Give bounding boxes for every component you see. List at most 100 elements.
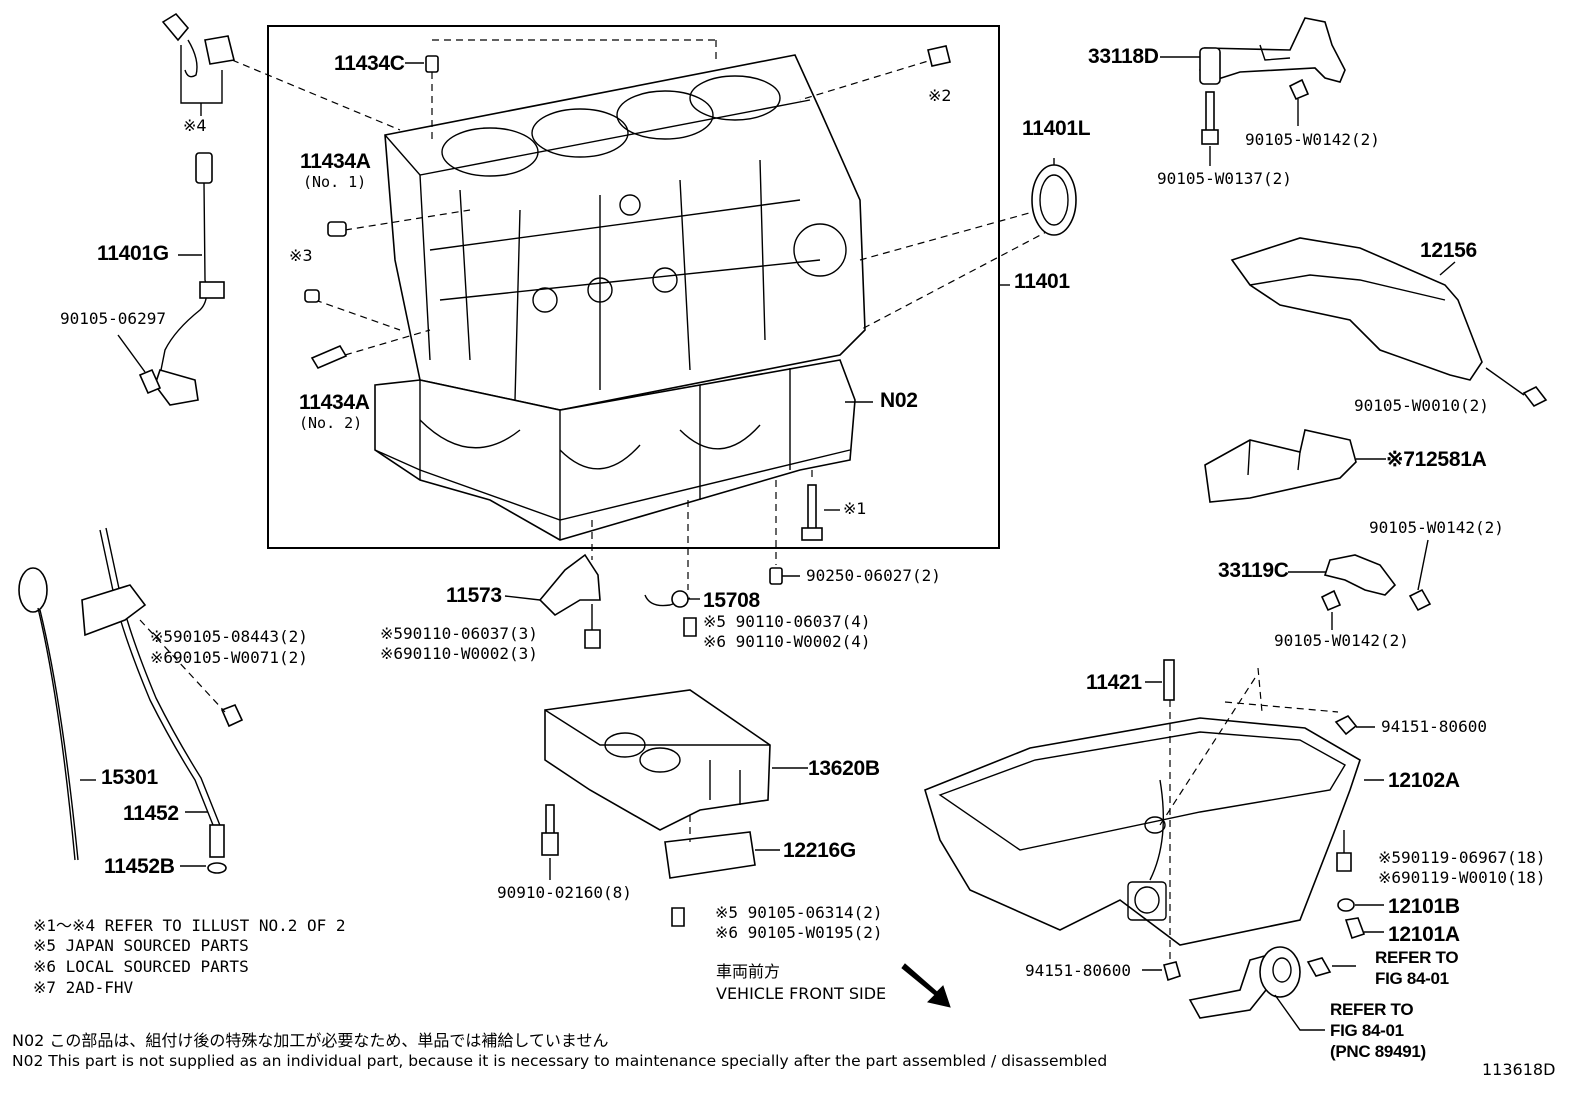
bolt-90910-02160 [541, 804, 559, 880]
illustration-id: 113618D [1482, 1060, 1556, 1079]
label-11452: 11452 [123, 802, 179, 825]
oil-pan-12102A [924, 717, 1384, 946]
label-11401L: 11401L [1022, 117, 1091, 140]
cover-12156 [1230, 237, 1483, 381]
label-90105-W0010: 90105-W0010(2) [1354, 396, 1489, 415]
bolt-mark1 [801, 484, 840, 541]
pin-mark2 [927, 45, 951, 67]
label-90910-02160: 90910-02160(8) [497, 883, 632, 902]
label-12156: 12156 [1420, 239, 1477, 262]
bolt-90105-06314 [671, 907, 685, 927]
bolt-90105-W0142-c [1320, 589, 1342, 630]
label-refer2-line1: REFER TO [1330, 1000, 1414, 1019]
insulator-12581A [1204, 429, 1386, 503]
label-12581A: ※712581A [1386, 448, 1487, 471]
pin-mark3 [304, 289, 320, 303]
label-94151-80600-a: 94151-80600 [1381, 717, 1487, 736]
dowel-11434C [425, 55, 439, 73]
label-90110-W0002-4: ※6 90110-W0002(4) [703, 632, 871, 651]
label-11421: 11421 [1086, 671, 1142, 694]
oring-11452B [180, 862, 227, 874]
label-11401G: 11401G [97, 242, 169, 265]
label-90105-W0195: ※6 90105-W0195(2) [715, 923, 883, 942]
block-frame [267, 25, 1000, 549]
footer-en: N02 This part is not supplied as an indi… [12, 1052, 1108, 1070]
bolt-90110-06037-3 [584, 604, 601, 649]
bolt-90110-06037-4 [683, 617, 697, 637]
label-mark4: ※4 [183, 116, 207, 135]
baffle-11573 [504, 553, 601, 617]
sensor-11401G [154, 152, 225, 406]
label-refer1-line1: REFER TO [1375, 948, 1459, 967]
label-refer2-line2: FIG 84-01 [1330, 1021, 1404, 1040]
label-90105-W0142-c: 90105-W0142(2) [1274, 631, 1409, 650]
crankcase-n02 [374, 359, 856, 541]
sensor-mark4 [161, 12, 235, 116]
pin-90250-06027 [769, 567, 783, 585]
footer-jp: N02 この部品は、組付け後の特殊な加工が必要なため、単品では補給していません [12, 1031, 609, 1050]
label-15301: 15301 [101, 766, 158, 789]
label-12102A: 12102A [1388, 769, 1460, 792]
label-90105-06314: ※5 90105-06314(2) [715, 903, 883, 922]
nut-94151-80600-b [1142, 961, 1181, 982]
bolt-90105-W0137 [1201, 91, 1219, 166]
label-11434A-no1: 11434A [300, 150, 371, 173]
cylinder-block [384, 54, 866, 411]
label-90110-06037-4: ※5 90110-06037(4) [703, 612, 871, 631]
label-90105-W0142-a: 90105-W0142(2) [1245, 130, 1380, 149]
label-11434A-no1-sub: (No. 1) [303, 173, 367, 191]
label-refer2-line3: (PNC 89491) [1330, 1042, 1426, 1061]
label-90119-06967: ※590119-06967(18) [1378, 848, 1546, 867]
label-11401: 11401 [1014, 270, 1070, 293]
label-mark1: ※1 [843, 499, 867, 518]
label-11434C: 11434C [334, 52, 405, 75]
direction-jp: 車両前方 [716, 962, 781, 981]
oil-jet-15708 [644, 590, 700, 608]
bolt-90105-W0142-top [1288, 78, 1310, 126]
direction-en: VEHICLE FRONT SIDE [716, 984, 887, 1003]
label-90105-08443: ※590105-08443(2) [150, 627, 308, 646]
label-15708: 15708 [703, 589, 760, 612]
dipstick-15301 [18, 567, 96, 861]
stud-11421 [1145, 659, 1175, 701]
bolt-90105-06297 [117, 334, 162, 395]
label-33119C: 33119C [1218, 559, 1289, 582]
label-mark3: ※3 [289, 246, 313, 265]
label-11452B: 11452B [104, 855, 175, 878]
label-94151-80600-b: 94151-80600 [1025, 961, 1131, 980]
bolt-90119-06967 [1336, 830, 1352, 872]
bolt-90105-W0142-b [1408, 539, 1432, 612]
pin-11434A-no2 [310, 344, 348, 370]
label-90110-06037-3: ※590110-06037(3) [380, 624, 538, 643]
label-90105-W0142-b: 90105-W0142(2) [1369, 518, 1504, 537]
label-90105-06297: 90105-06297 [60, 309, 166, 328]
label-11434A-no2: 11434A [299, 391, 370, 414]
note-5: ※5 JAPAN SOURCED PARTS [33, 936, 249, 955]
label-90105-W0071: ※690105-W0071(2) [150, 648, 308, 667]
bolt-90105-W0010 [1485, 367, 1548, 408]
label-refer1-line2: FIG 84-01 [1375, 969, 1449, 988]
label-90119-W0010: ※690119-W0010(18) [1378, 868, 1546, 887]
label-90105-W0137: 90105-W0137(2) [1157, 169, 1292, 188]
label-11434A-no2-sub: (No. 2) [299, 414, 363, 432]
guide-11452 [81, 527, 225, 858]
label-N02: N02 [880, 389, 918, 412]
label-12216G: 12216G [783, 839, 856, 862]
gasket-12101B [1337, 898, 1384, 912]
oil-level-sensor [1188, 946, 1325, 1031]
front-direction-arrow [901, 963, 951, 1008]
label-11573: 11573 [446, 584, 502, 607]
note-6: ※6 LOCAL SOURCED PARTS [33, 957, 249, 976]
note-1: ※1～※4 REFER TO ILLUST NO.2 OF 2 [33, 916, 346, 935]
bolt-90105-08443 [139, 619, 244, 728]
label-mark2: ※2 [928, 86, 952, 105]
label-33118D: 33118D [1088, 45, 1159, 68]
bracket-33118D [1160, 17, 1346, 85]
strainer-12216G [664, 815, 780, 879]
plug-12101A [1344, 917, 1384, 940]
label-13620B: 13620B [808, 757, 880, 780]
label-90250-06027: 90250-06027(2) [806, 566, 941, 585]
note-7: ※7 2AD-FHV [33, 978, 134, 997]
oil-pump-13620B [544, 689, 808, 831]
